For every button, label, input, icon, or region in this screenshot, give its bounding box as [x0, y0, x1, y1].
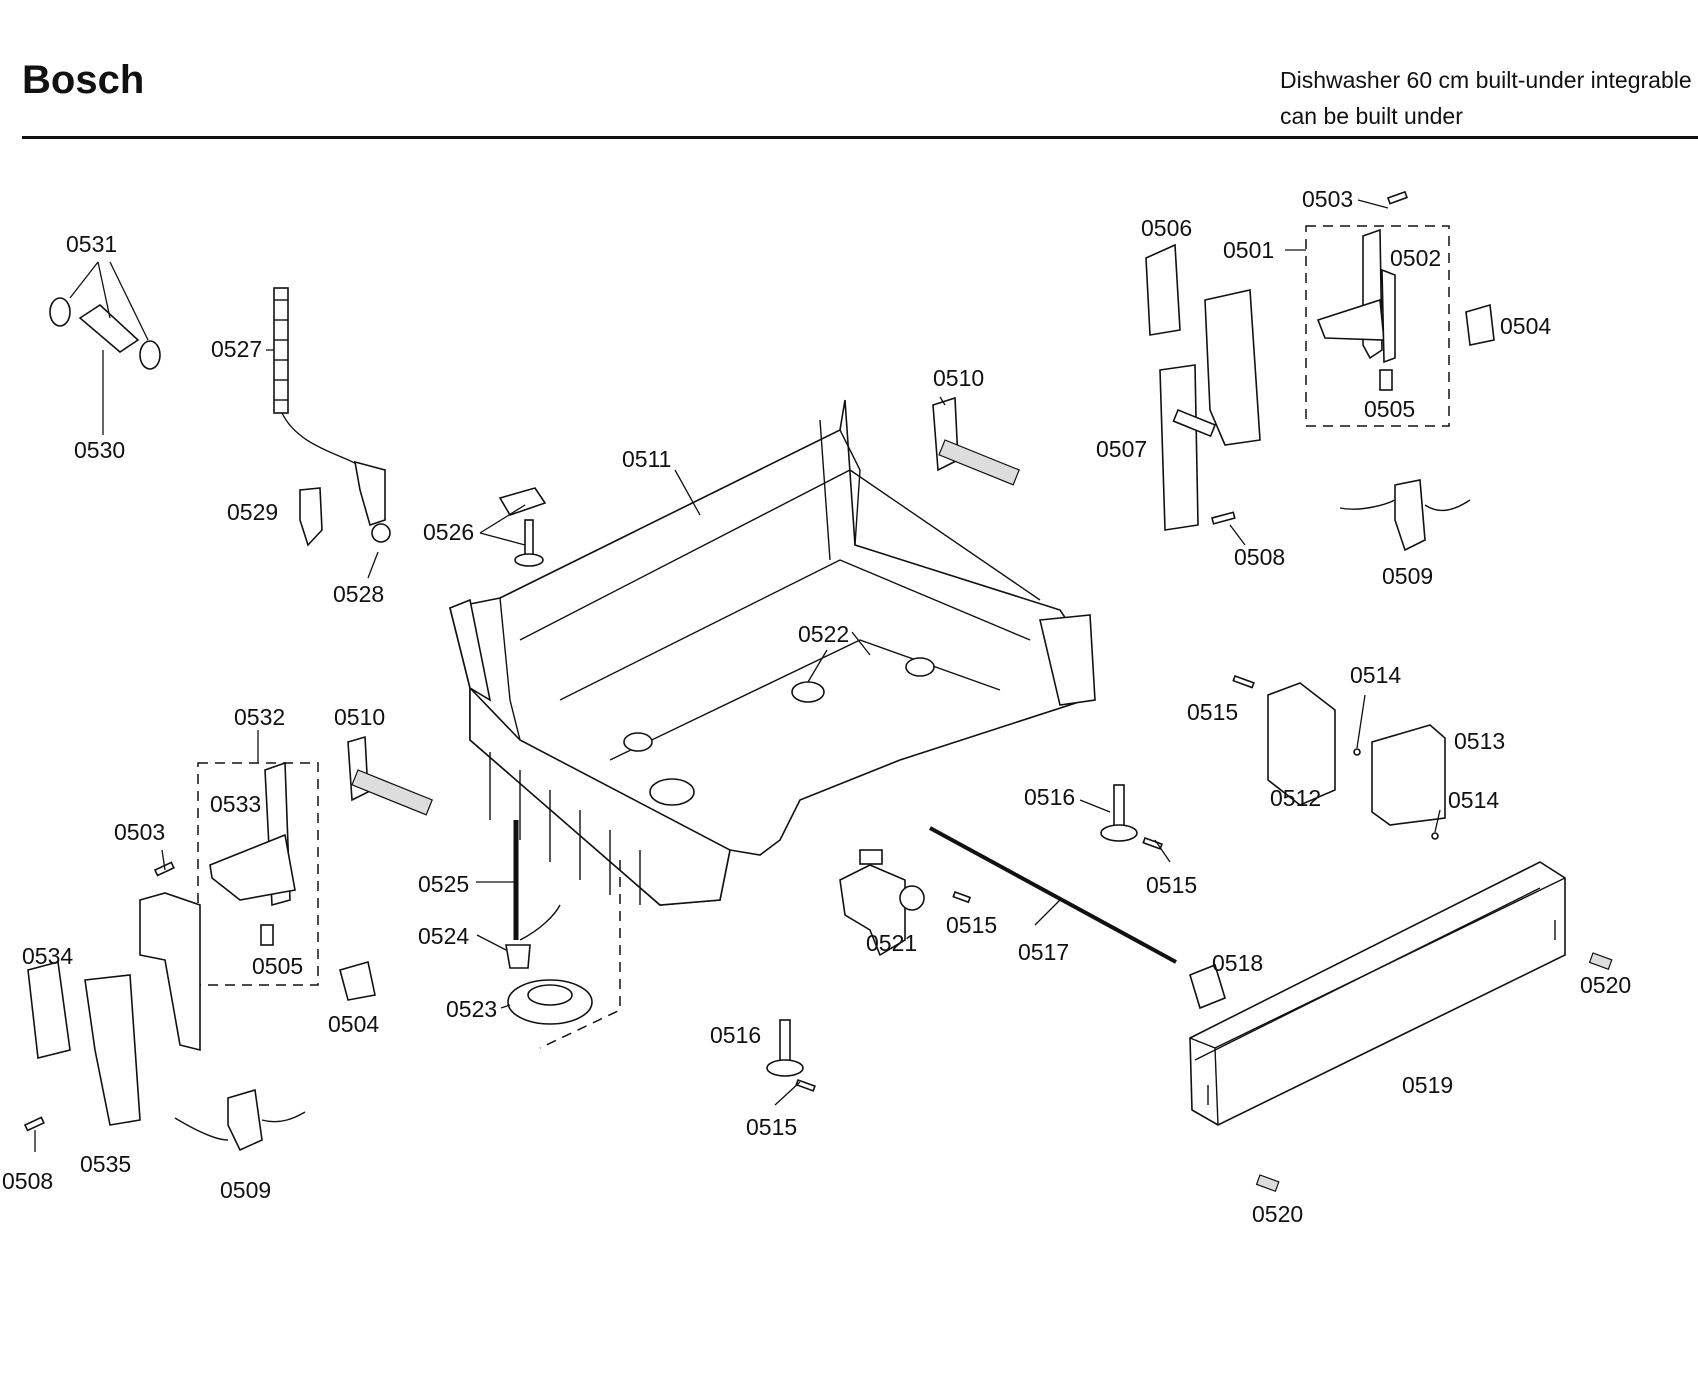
brand-title: Bosch: [22, 58, 145, 102]
label-0529: 0529: [227, 499, 278, 525]
label-0513: 0513: [1454, 728, 1505, 754]
label-0504-left: 0504: [328, 1011, 379, 1037]
label-0520-bottom: 0520: [1252, 1201, 1303, 1227]
label-0509-left: 0509: [220, 1177, 271, 1203]
label-0530: 0530: [74, 437, 125, 463]
label-0519: 0519: [1402, 1072, 1453, 1098]
label-0527: 0527: [211, 336, 262, 362]
level-sensor-sump-drawing: [505, 820, 593, 1025]
label-0516-top: 0516: [1024, 784, 1075, 810]
label-0511: 0511: [622, 446, 671, 472]
label-0509-top: 0509: [1382, 563, 1433, 589]
label-0528: 0528: [333, 581, 384, 607]
label-0514-top: 0514: [1350, 662, 1401, 688]
label-0504-top: 0504: [1500, 313, 1551, 339]
left-hinge-drawing: [23, 761, 376, 1152]
label-0515-right: 0515: [1187, 699, 1238, 725]
label-0521: 0521: [866, 930, 917, 956]
label-0534: 0534: [22, 943, 73, 969]
label-0524: 0524: [418, 923, 469, 949]
label-0523: 0523: [446, 996, 497, 1022]
drain-hose-drawing: [49, 287, 391, 547]
label-0520-right: 0520: [1580, 972, 1631, 998]
label-0514-bottom: 0514: [1448, 787, 1499, 813]
label-0505-top: 0505: [1364, 396, 1415, 422]
clip-foot-drawing: [498, 487, 547, 567]
model-description-line-1: Dishwasher 60 cm built-under integrable: [1280, 67, 1692, 93]
label-0525: 0525: [418, 871, 469, 897]
label-0503-top: 0503: [1302, 186, 1353, 212]
header-rule: [22, 136, 1698, 139]
right-hinge-drawing: [1145, 190, 1495, 552]
model-description-line-2: can be built under: [1280, 103, 1463, 129]
label-0515-mid: 0515: [1146, 872, 1197, 898]
label-0516-bottom: 0516: [710, 1022, 761, 1048]
label-0507: 0507: [1096, 436, 1147, 462]
hinge-assembly-group-box: [1305, 225, 1450, 427]
label-0502: 0502: [1390, 245, 1441, 271]
hinge-spring-drawing: [347, 396, 1020, 816]
label-0505-left: 0505: [252, 953, 303, 979]
label-0501: 0501: [1223, 237, 1274, 263]
detergent-cover-drawing: [1232, 674, 1446, 840]
label-0515-valve: 0515: [946, 912, 997, 938]
base-tub-drawing: [449, 399, 1096, 906]
label-0535: 0535: [80, 1151, 131, 1177]
label-0531: 0531: [66, 231, 117, 257]
label-0522: 0522: [798, 621, 849, 647]
label-0508-top: 0508: [1234, 544, 1285, 570]
leader-lines: [34, 199, 1441, 1152]
label-0512: 0512: [1270, 785, 1321, 811]
model-description: Dishwasher 60 cm built-under integrable …: [1280, 62, 1692, 134]
label-0506: 0506: [1141, 215, 1192, 241]
label-0515-bottom: 0515: [746, 1114, 797, 1140]
label-0518: 0518: [1212, 950, 1263, 976]
label-0508-left: 0508: [2, 1168, 53, 1194]
label-0517: 0517: [1018, 939, 1069, 965]
part-labels: 0531 0530 0527 0529 0528 0526 0511 0510 …: [2, 186, 1631, 1227]
label-0533: 0533: [210, 791, 261, 817]
label-0532: 0532: [234, 704, 285, 730]
label-0510-top: 0510: [933, 365, 984, 391]
label-0503-left: 0503: [114, 819, 165, 845]
label-0526: 0526: [423, 519, 474, 545]
dashed-link-0523: [539, 860, 621, 1049]
feet-rod-drawing: [766, 784, 1226, 1092]
label-0510-left: 0510: [334, 704, 385, 730]
kick-plate-drawing: [1189, 861, 1613, 1193]
drain-valve-drawing: [839, 849, 925, 957]
